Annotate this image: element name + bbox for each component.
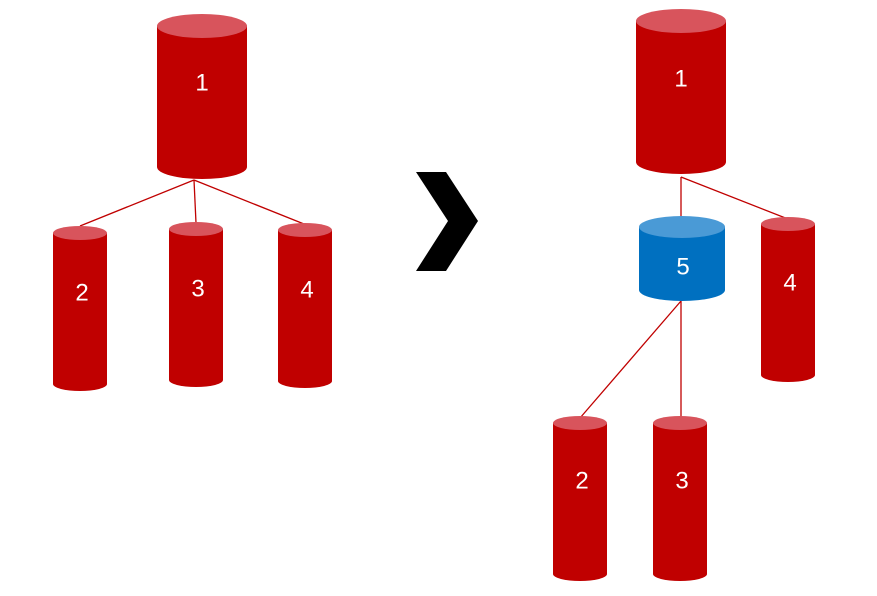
after-node-1: 1 [636, 9, 726, 174]
after-node-2-label: 2 [575, 467, 588, 494]
after-node-4: 4 [761, 217, 815, 382]
edge-1-4 [193, 179, 305, 225]
after-node-3: 3 [653, 416, 707, 581]
edge-1-4 [680, 176, 789, 220]
before-node-4-label: 4 [300, 276, 313, 303]
before-node-2: 2 [53, 226, 107, 391]
after-node-1-label: 1 [674, 65, 687, 92]
before-tree: 1 2 3 4 [53, 14, 332, 391]
edge-5-2 [579, 300, 682, 419]
chevron-right-icon [416, 172, 478, 271]
after-node-3-label: 3 [675, 467, 688, 494]
before-node-3: 3 [169, 222, 223, 387]
after-node-5: 5 [639, 216, 725, 301]
before-node-1-label: 1 [195, 69, 208, 96]
after-node-2: 2 [553, 416, 607, 581]
before-node-4: 4 [278, 223, 332, 388]
edge-1-3 [193, 179, 197, 224]
before-node-3-label: 3 [191, 275, 204, 302]
after-tree: 1 5 4 2 3 [553, 9, 815, 581]
before-node-2-label: 2 [75, 279, 88, 306]
after-node-4-label: 4 [783, 269, 796, 296]
edge-1-2 [79, 179, 195, 227]
after-node-5-label: 5 [676, 253, 689, 280]
before-node-1: 1 [157, 14, 247, 179]
